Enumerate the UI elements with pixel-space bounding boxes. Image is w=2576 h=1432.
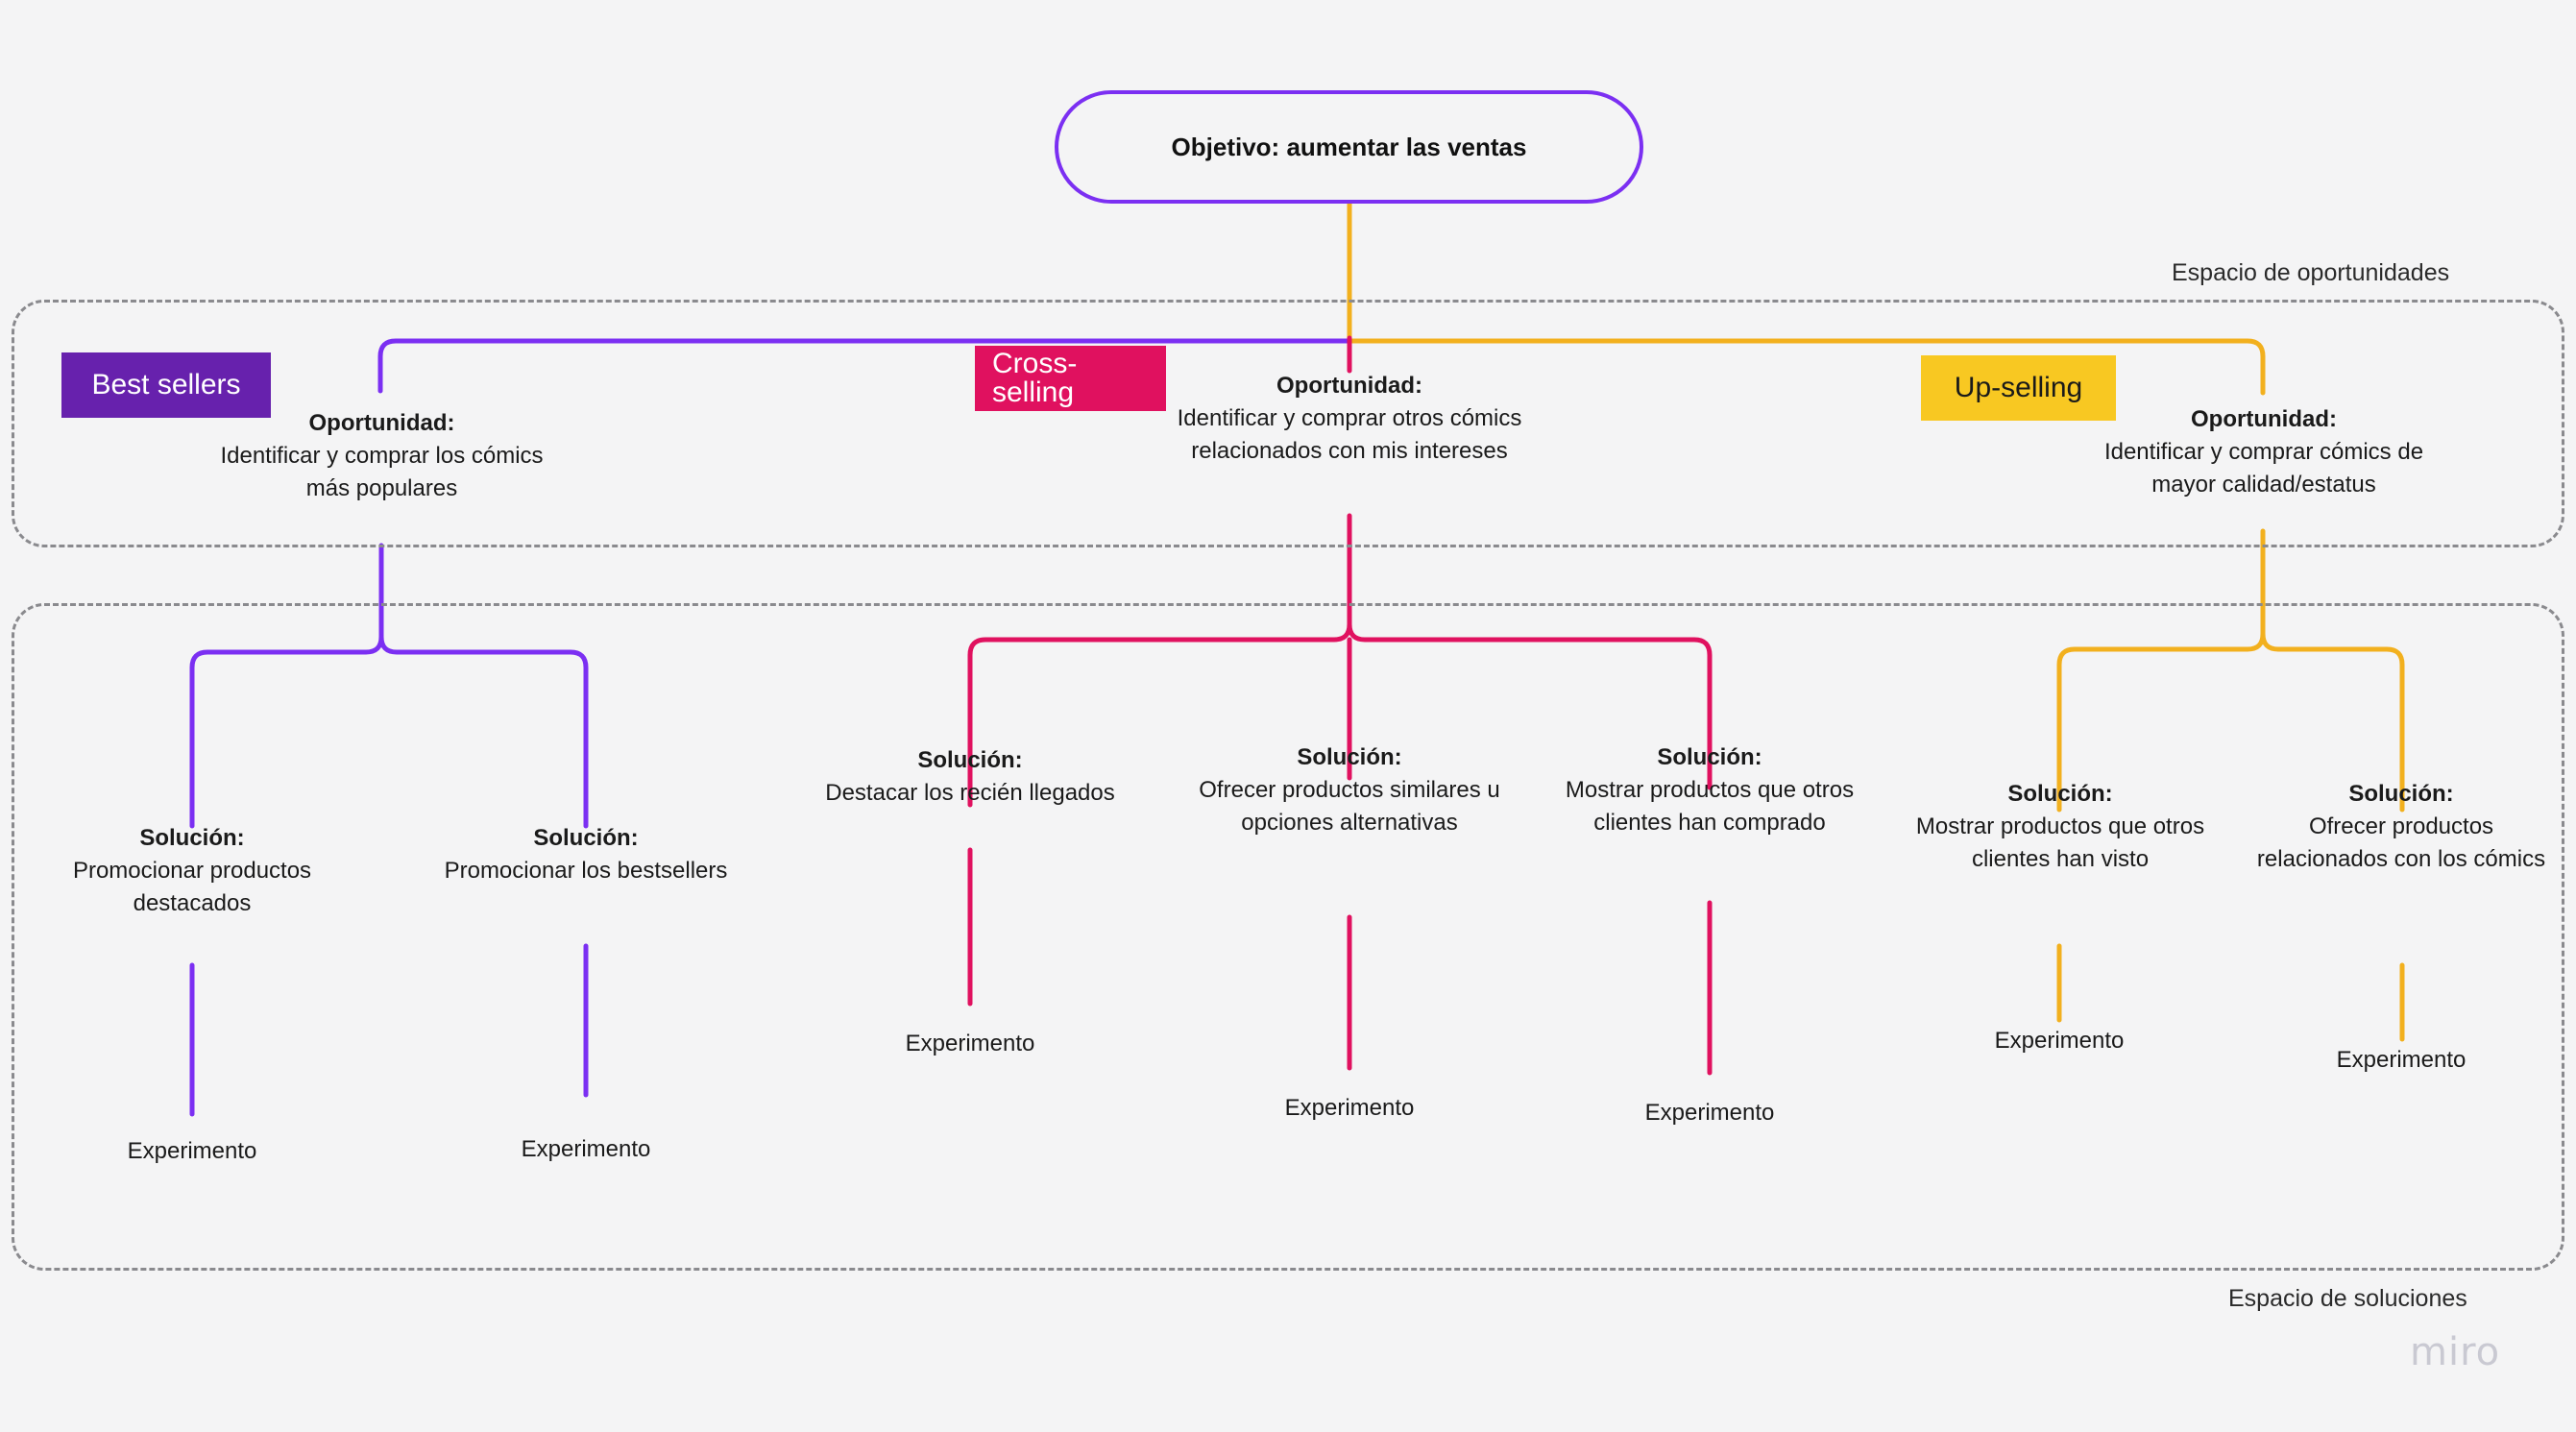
tag-best-sellers[interactable]: Best sellers: [61, 352, 271, 418]
goal-node[interactable]: Objetivo: aumentar las ventas: [1055, 90, 1643, 204]
solution-body: Mostrar productos que otros clientes han…: [1565, 777, 1855, 837]
experiment-up-selling-2[interactable]: Experimento: [2336, 1047, 2467, 1073]
tag-up-selling-label: Up-selling: [1954, 372, 2083, 403]
goal-label: Objetivo: aumentar las ventas: [1171, 132, 1527, 161]
solution-cross-selling-1[interactable]: Solución: Destacar los recién llegados: [759, 744, 1181, 810]
solution-heading: Solución:: [1657, 744, 1762, 770]
solution-heading: Solución:: [2348, 781, 2454, 807]
opportunity-up-selling[interactable]: Oportunidad: Identificar y comprar cómic…: [2084, 403, 2443, 501]
solution-best-sellers-1[interactable]: Solución: Promocionar productos destacad…: [19, 822, 365, 920]
solution-body: Ofrecer productos relacionados con los c…: [2256, 813, 2546, 873]
opportunity-space-container: [12, 300, 2564, 547]
experiment-best-sellers-2[interactable]: Experimento: [521, 1136, 651, 1162]
opportunity-heading: Oportunidad:: [2191, 406, 2337, 432]
opportunity-heading: Oportunidad:: [308, 410, 455, 436]
solution-heading: Solución:: [1297, 744, 1402, 770]
solution-cross-selling-2[interactable]: Solución: Ofrecer productos similares u …: [1177, 741, 1522, 839]
miro-watermark: miro: [2410, 1330, 2501, 1374]
opportunity-body: Identificar y comprar los cómics más pop…: [220, 443, 544, 502]
tag-best-sellers-label: Best sellers: [91, 369, 241, 400]
experiment-up-selling-1[interactable]: Experimento: [1994, 1028, 2125, 1054]
solution-cross-selling-3[interactable]: Solución: Mostrar productos que otros cl…: [1537, 741, 1883, 839]
solution-heading: Solución:: [2007, 781, 2113, 807]
solution-body: Promocionar productos destacados: [72, 858, 312, 917]
solution-heading: Solución:: [917, 747, 1023, 773]
opportunity-heading: Oportunidad:: [1276, 373, 1422, 399]
solution-body: Mostrar productos que otros clientes han…: [1915, 813, 2205, 873]
solution-space-label: Espacio de soluciones: [2228, 1285, 2467, 1312]
experiment-cross-selling-1[interactable]: Experimento: [905, 1031, 1035, 1056]
opportunity-body: Identificar y comprar cómics de mayor ca…: [2103, 439, 2424, 498]
opportunity-body: Identificar y comprar otros cómics relac…: [1177, 405, 1522, 465]
tag-cross-selling-label: Cross-selling: [992, 348, 1078, 408]
experiment-cross-selling-2[interactable]: Experimento: [1284, 1095, 1415, 1121]
opportunity-space-label: Espacio de oportunidades: [2172, 259, 2450, 286]
opportunity-best-sellers[interactable]: Oportunidad: Identificar y comprar los c…: [207, 407, 556, 505]
solution-space-container: [12, 603, 2564, 1271]
solution-heading: Solución:: [139, 825, 245, 851]
tag-cross-selling[interactable]: Cross-selling: [975, 346, 1166, 411]
experiment-best-sellers-1[interactable]: Experimento: [127, 1138, 257, 1164]
solution-body: Promocionar los bestsellers: [444, 858, 728, 885]
solution-best-sellers-2[interactable]: Solución: Promocionar los bestsellers: [413, 822, 759, 887]
solution-up-selling-1[interactable]: Solución: Mostrar productos que otros cl…: [1907, 778, 2214, 876]
solution-heading: Solución:: [533, 825, 639, 851]
solution-body: Ofrecer productos similares u opciones a…: [1199, 777, 1500, 837]
tag-up-selling[interactable]: Up-selling: [1921, 355, 2116, 421]
opportunity-cross-selling[interactable]: Oportunidad: Identificar y comprar otros…: [1157, 370, 1542, 468]
experiment-cross-selling-3[interactable]: Experimento: [1644, 1100, 1775, 1126]
solution-up-selling-2[interactable]: Solución: Ofrecer productos relacionados…: [2248, 778, 2555, 876]
solution-body: Destacar los recién llegados: [825, 780, 1115, 807]
